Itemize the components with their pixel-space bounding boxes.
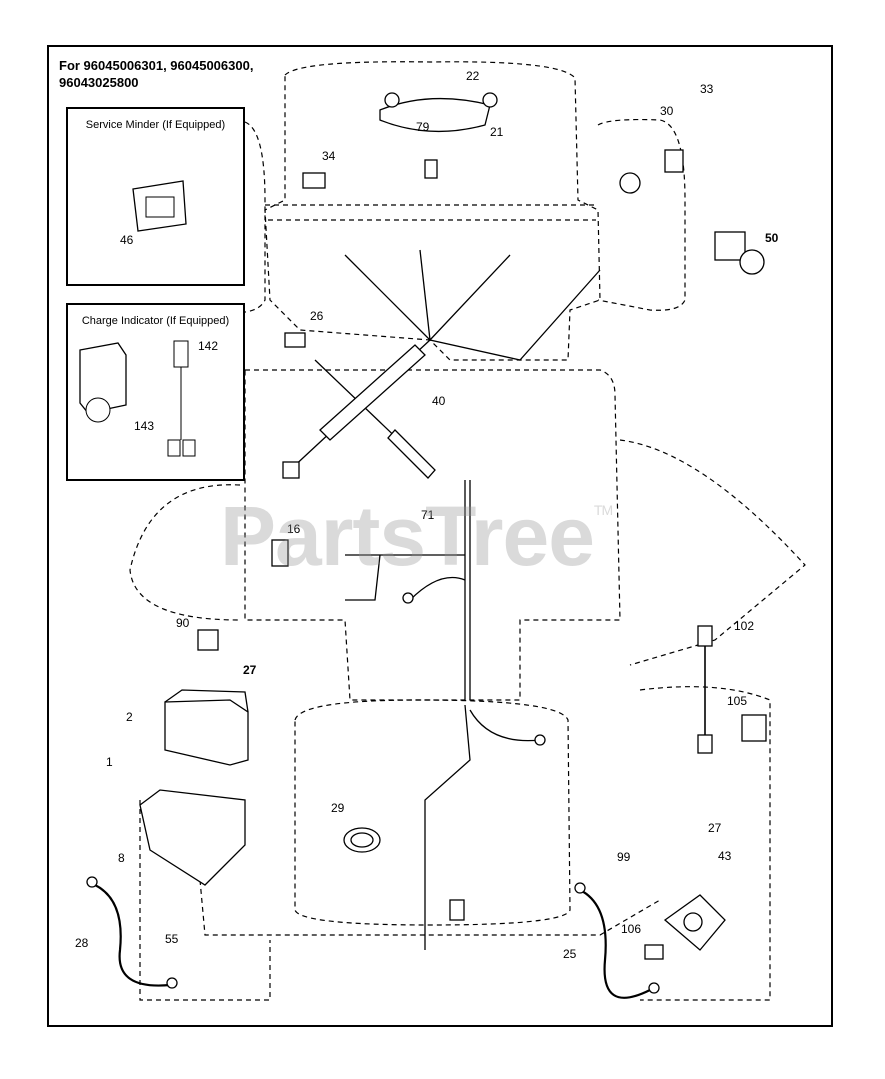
charge-indicator-parts: 142 143: [79, 339, 218, 457]
label-43: 43: [718, 849, 732, 863]
label-21: 21: [490, 125, 504, 139]
label-28: 28: [75, 936, 89, 950]
label-55: 55: [165, 932, 179, 946]
battery-tray: [139, 789, 246, 886]
headlight-harness: [379, 97, 491, 133]
service-minder-part: 46: [120, 180, 187, 247]
part-102: [697, 625, 713, 647]
part-106: [644, 944, 664, 960]
service-minder-inset: Service Minder (If Equipped) 46: [66, 107, 245, 286]
harness-lines: [94, 249, 706, 999]
watermark-text: PartsTree: [220, 489, 595, 583]
label-143: 143: [134, 419, 154, 433]
label-142: 142: [198, 339, 218, 353]
label-34: 34: [322, 149, 336, 163]
label-105: 105: [727, 694, 747, 708]
label-27a: 27: [243, 663, 257, 677]
parts: [86, 92, 767, 994]
part-16: [271, 539, 289, 567]
label-40: 40: [432, 394, 446, 408]
label-16: 16: [287, 522, 301, 536]
part-30: [619, 172, 641, 194]
label-26: 26: [310, 309, 324, 323]
label-1: 1: [106, 755, 113, 769]
label-99: 99: [617, 850, 631, 864]
charge-indicator-inset: Charge Indicator (If Equipped) 142 143: [66, 303, 245, 481]
label-25: 25: [563, 947, 577, 961]
label-106: 106: [621, 922, 641, 936]
model-line-1: For 96045006301, 96045006300,: [59, 58, 254, 73]
part-105: [741, 714, 767, 742]
part-50: [714, 231, 746, 261]
model-header: For 96045006301, 96045006300, 9604302580…: [59, 57, 253, 91]
label-90: 90: [176, 616, 190, 630]
charge-indicator-title: Charge Indicator (If Equipped): [81, 315, 230, 327]
watermark-tm: TM: [593, 502, 613, 518]
tractor-outline: [129, 61, 806, 1001]
label-71: 71: [421, 508, 435, 522]
label-29: 29: [331, 801, 345, 815]
battery: [164, 699, 249, 766]
part-33: [664, 149, 684, 173]
diagram-frame: [47, 45, 833, 1027]
harness-40: [319, 344, 426, 441]
watermark: PartsTreeTM: [220, 488, 613, 585]
label-46: 46: [120, 233, 134, 247]
model-line-2: 96043025800: [59, 75, 139, 90]
label-2: 2: [126, 710, 133, 724]
part-34: [302, 172, 326, 189]
label-79: 79: [416, 120, 430, 134]
label-50: 50: [765, 231, 779, 245]
part-26: [284, 332, 306, 348]
part-labels: 22 21 79 30 33 34 50 26 40 71 16 90 27 2…: [75, 69, 779, 961]
part-90: [197, 629, 219, 651]
label-102: 102: [734, 619, 754, 633]
label-27b: 27: [708, 821, 722, 835]
service-minder-title: Service Minder (If Equipped): [85, 119, 226, 131]
label-8: 8: [118, 851, 125, 865]
label-22: 22: [466, 69, 480, 83]
label-30: 30: [660, 104, 674, 118]
label-33: 33: [700, 82, 714, 96]
